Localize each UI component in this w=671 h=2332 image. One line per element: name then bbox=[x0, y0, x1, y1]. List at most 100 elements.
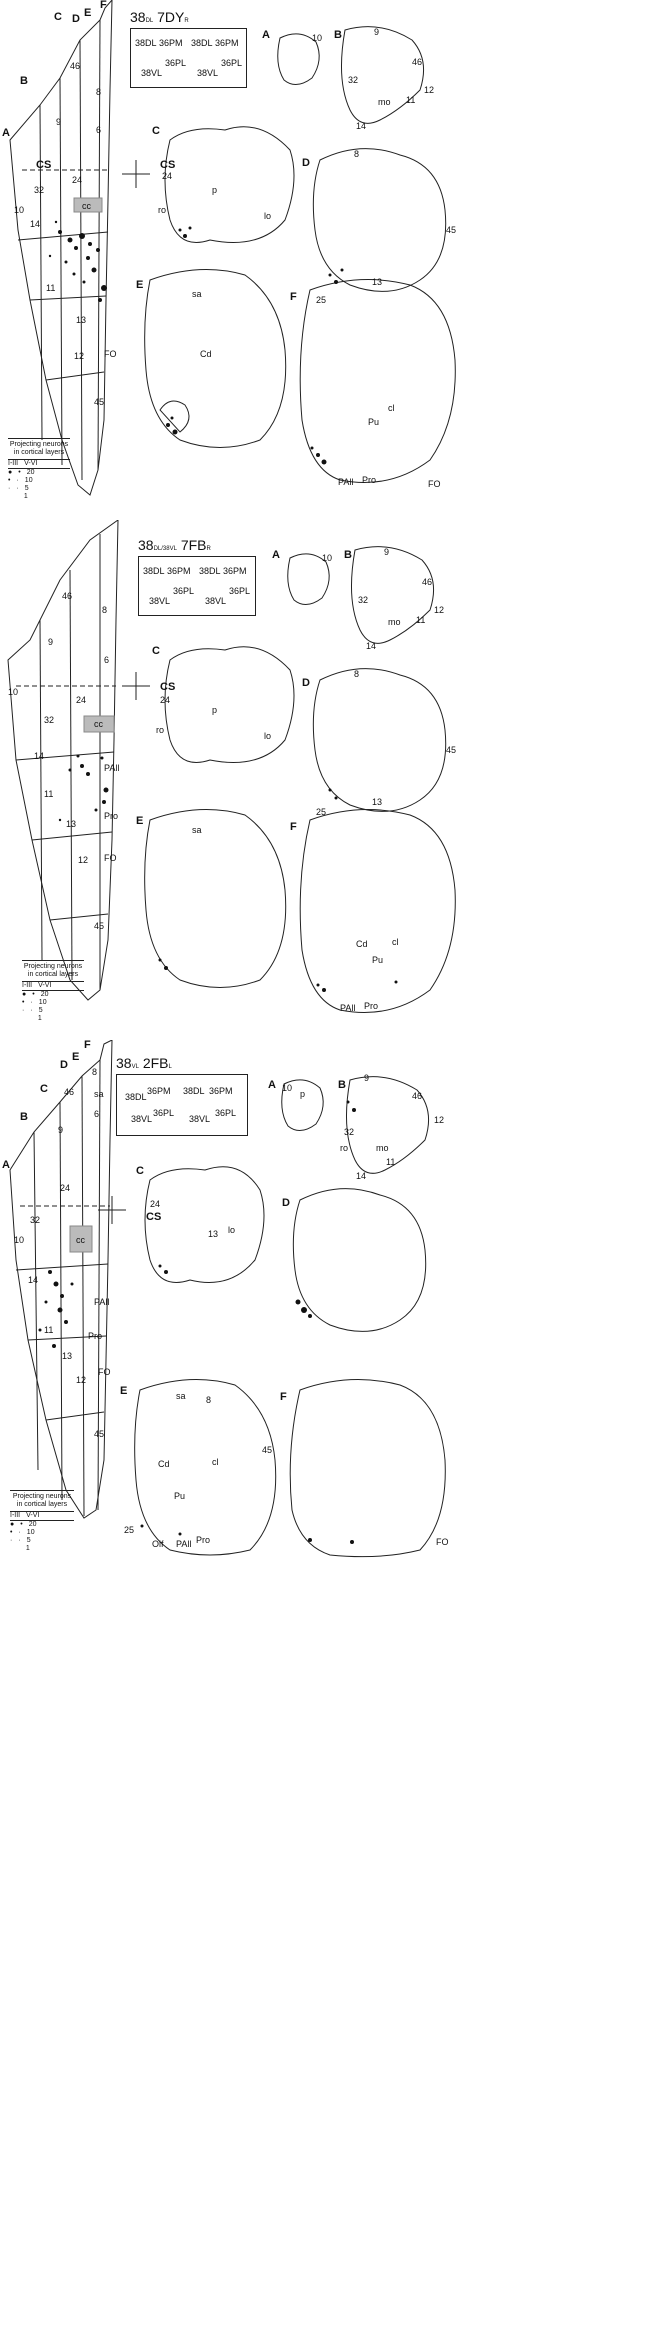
section-neuron-clusters-2 bbox=[158, 788, 398, 992]
coronal-sections-3 bbox=[134, 1076, 446, 1558]
area-label: PAll bbox=[176, 1539, 192, 1549]
stack-letter: B bbox=[20, 1111, 28, 1123]
section-letter: E bbox=[136, 815, 144, 827]
area-label: 9 bbox=[364, 1073, 370, 1083]
area-label: PAll bbox=[94, 1297, 110, 1307]
inset-label: 36PL bbox=[221, 58, 243, 68]
area-label: 6 bbox=[94, 1109, 100, 1119]
unfolded-map-1-neurons bbox=[48, 220, 107, 302]
area-label: 11 bbox=[406, 95, 416, 105]
section-letter: F bbox=[290, 821, 297, 833]
section-neuron-clusters-1 bbox=[166, 226, 344, 465]
area-label: FO bbox=[436, 1537, 449, 1547]
area-label: 12 bbox=[434, 605, 445, 615]
area-label: mo bbox=[378, 97, 391, 107]
area-label: 10 bbox=[282, 1083, 293, 1093]
area-label: 14 bbox=[366, 641, 377, 651]
unfolded-map-3 bbox=[9, 1040, 113, 1519]
stack-letter: D bbox=[60, 1059, 68, 1071]
section-letter: E bbox=[136, 279, 144, 291]
area-label: 14 bbox=[356, 1171, 367, 1181]
area-label: ro bbox=[158, 205, 167, 215]
inset-label: 38VL bbox=[205, 596, 227, 606]
inset-label: 36PL bbox=[215, 1108, 237, 1118]
inset-label: 38DL bbox=[125, 1092, 147, 1102]
stack-letter: F bbox=[84, 1039, 91, 1051]
panel-case-2fb: 38VL 2FBL 38DL 36PM 38VL 36PL 38DL 36PM … bbox=[0, 1040, 671, 1560]
case-title: 38DL 7DYR bbox=[130, 9, 189, 25]
area-label: 12 bbox=[434, 1115, 445, 1125]
area-label: Pu bbox=[174, 1491, 186, 1501]
area-label: FO bbox=[98, 1367, 111, 1377]
area-label: Cd bbox=[200, 349, 212, 359]
area-label: 13 bbox=[76, 315, 87, 325]
area-label: CS bbox=[36, 159, 52, 171]
area-label: 8 bbox=[206, 1395, 212, 1405]
inset-label: 36PM bbox=[167, 566, 191, 576]
area-label: 9 bbox=[48, 637, 54, 647]
stack-letter: E bbox=[84, 7, 92, 19]
area-label: 45 bbox=[94, 1429, 105, 1439]
area-label: Pro bbox=[88, 1331, 103, 1341]
area-label: 25 bbox=[316, 807, 327, 817]
area-label: 10 bbox=[14, 205, 25, 215]
area-label: 13 bbox=[66, 819, 77, 829]
area-label: mo bbox=[388, 617, 401, 627]
area-label: 8 bbox=[102, 605, 108, 615]
section-letter: C bbox=[136, 1165, 144, 1177]
area-label: 9 bbox=[384, 547, 390, 557]
area-label: 24 bbox=[160, 695, 171, 705]
unfolded-map-3-neurons bbox=[38, 1270, 74, 1348]
area-label: sa bbox=[176, 1391, 186, 1401]
area-label: 11 bbox=[44, 789, 54, 799]
area-label: 46 bbox=[70, 61, 81, 71]
area-label: Pro bbox=[104, 811, 119, 821]
area-label: 11 bbox=[44, 1325, 54, 1335]
area-label: cl bbox=[388, 403, 395, 413]
area-label: 6 bbox=[96, 125, 102, 135]
stack-letter: B bbox=[20, 75, 28, 87]
inset-label: 38DL bbox=[143, 566, 165, 576]
area-label: 9 bbox=[56, 117, 62, 127]
stack-letter: A bbox=[2, 1159, 10, 1171]
area-label: 13 bbox=[372, 797, 383, 807]
inset-label: 38DL bbox=[183, 1086, 205, 1096]
area-label: CS bbox=[160, 681, 176, 693]
unfolded-map-2 bbox=[7, 520, 119, 1001]
area-label: 11 bbox=[46, 283, 56, 293]
area-label: 46 bbox=[64, 1087, 75, 1097]
area-label: lo bbox=[228, 1225, 236, 1235]
section-letter: A bbox=[262, 29, 270, 41]
inset-label: 36PM bbox=[223, 566, 247, 576]
area-label: 45 bbox=[446, 745, 457, 755]
inset-label: 36PM bbox=[159, 38, 183, 48]
area-label: cc bbox=[94, 719, 103, 729]
inset-label: 36PM bbox=[209, 1086, 233, 1096]
area-label: 13 bbox=[62, 1351, 73, 1361]
inset-label: 36PL bbox=[165, 58, 187, 68]
area-label: Pro bbox=[362, 475, 377, 485]
area-label: 8 bbox=[354, 669, 360, 679]
area-label: ro bbox=[156, 725, 165, 735]
area-label: mo bbox=[376, 1143, 389, 1153]
area-label: 10 bbox=[312, 33, 323, 43]
section-letter: C bbox=[152, 645, 160, 657]
stack-letter: C bbox=[54, 11, 62, 23]
section-letter: D bbox=[302, 157, 310, 169]
unfolded-map-2-neurons bbox=[58, 754, 109, 822]
inset-label: 36PL bbox=[229, 586, 251, 596]
area-label: FO bbox=[104, 853, 117, 863]
area-label: Pu bbox=[372, 955, 384, 965]
area-label: 13 bbox=[208, 1229, 219, 1239]
area-label: 14 bbox=[28, 1275, 39, 1285]
area-label: 13 bbox=[372, 277, 383, 287]
area-label: Pro bbox=[364, 1001, 379, 1011]
section-letter: F bbox=[290, 291, 297, 303]
area-label: 45 bbox=[94, 921, 105, 931]
area-label: Pro bbox=[196, 1535, 211, 1545]
area-label: 14 bbox=[34, 751, 45, 761]
area-label: PAll bbox=[340, 1003, 356, 1013]
area-label: 32 bbox=[30, 1215, 41, 1225]
